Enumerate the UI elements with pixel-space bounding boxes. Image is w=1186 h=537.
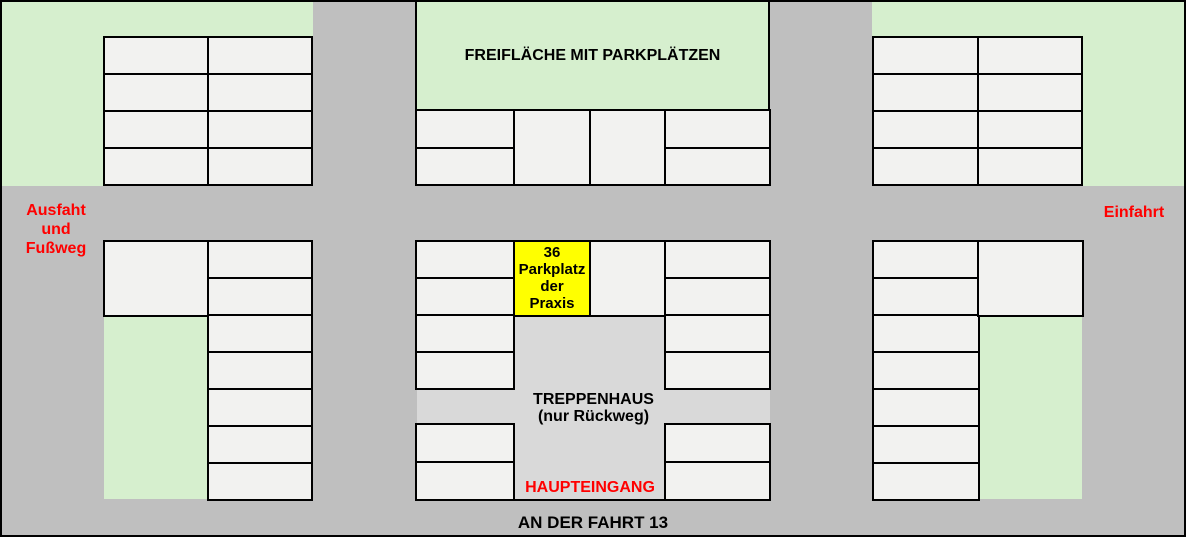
parking-space [666,425,769,461]
parking-space [105,112,207,147]
stairwell-band [417,390,770,423]
parking-space [417,148,513,184]
parking-space [978,75,1081,110]
parking-grid-mid-center-right-lower [664,423,771,501]
parking-space [666,353,769,388]
parking-space [874,112,977,147]
parking-space [417,279,513,314]
street-name-label: AN DER FAHRT 13 [517,513,669,532]
parking-space [977,240,1084,317]
exit-footpath-label: Ausfaht und Fußweg [25,202,87,257]
parking-space [589,240,667,317]
stairwell-label: TREPPENHAUS (nur Rückweg) [533,391,654,425]
parking-space [874,427,978,462]
parking-space [209,279,311,314]
freiflaeche-label: FREIFLÄCHE MIT PARKPLÄTZEN [464,46,721,64]
parking-space [417,242,513,277]
space-36-text: der [540,278,564,295]
parking-space [666,111,769,147]
parking-space [666,316,769,351]
parking-space [666,148,769,184]
parking-space [417,316,513,351]
parking-space [589,109,667,186]
parking-grid-top-middle-col4 [664,109,771,186]
parking-space [874,279,978,314]
parking-space [209,316,311,351]
parking-grid-top-left [103,36,313,186]
parking-grid-mid-center-left-lower [415,423,515,501]
main-entrance-label: HAUPTEINGANG [525,479,655,496]
parking-space [103,240,209,317]
parking-space [105,149,207,184]
parking-grid-mid-left [207,240,313,501]
parking-grid-top-middle-col1 [415,109,515,186]
parking-space [209,390,311,425]
parking-space [209,75,311,110]
parking-space [666,463,769,499]
parking-space [209,38,311,73]
parking-space [209,353,311,388]
parking-space [874,149,977,184]
parking-space [417,353,513,388]
parking-space [978,112,1081,147]
parking-space [874,75,977,110]
parking-space [209,149,311,184]
parking-grid-top-right [872,36,1083,186]
parking-space [874,390,978,425]
parking-grid-mid-right [872,240,980,501]
parking-space [209,427,311,462]
freiflaeche-area: FREIFLÄCHE MIT PARKPLÄTZEN [415,2,770,109]
parking-space [978,149,1081,184]
lawn-area-mid-right [979,317,1082,499]
parking-space [874,242,978,277]
parking-space [874,316,978,351]
parking-space [417,111,513,147]
parking-space [105,38,207,73]
parking-space [417,425,513,461]
parking-space [105,75,207,110]
parking-space [513,109,591,186]
lawn-area-mid-left [104,317,208,499]
entrance-label: Einfahrt [1103,204,1165,221]
highlighted-space-36: 36 Parkplatz der Praxis [513,240,591,317]
space-36-text: Praxis [529,295,575,312]
parking-space [666,279,769,314]
parking-space [209,112,311,147]
parking-space [209,464,311,499]
parking-space [874,353,978,388]
parking-space [978,38,1081,73]
parking-space [209,242,311,277]
parking-space [874,464,978,499]
space-36-text: Parkplatz [518,261,586,278]
space-36-number: 36 [543,244,561,261]
parking-space [666,242,769,277]
parking-grid-mid-center-right-upper [664,240,771,390]
parking-space [417,463,513,499]
parking-space [874,38,977,73]
parking-grid-mid-center-left-upper [415,240,515,390]
